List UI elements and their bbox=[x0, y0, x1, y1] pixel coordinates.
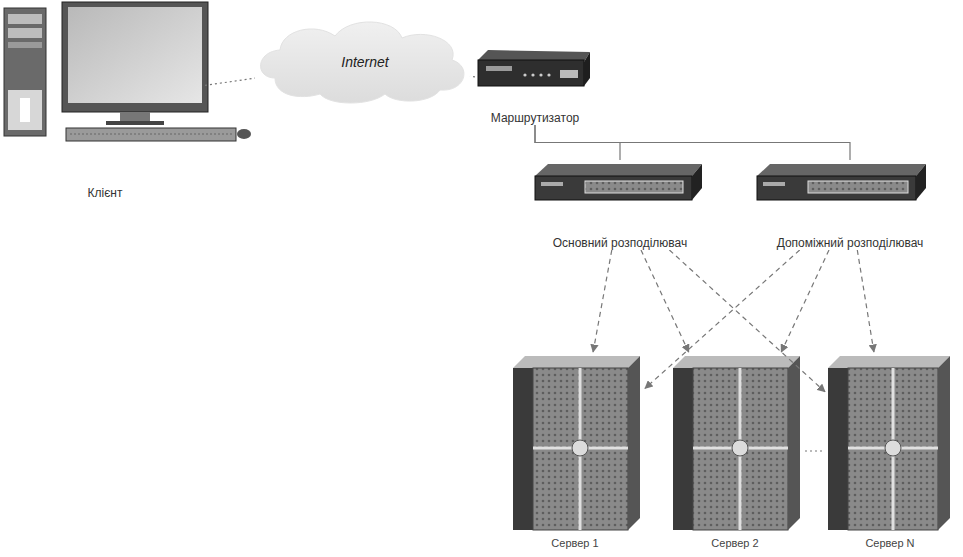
device-label: Основний розподілювач bbox=[551, 236, 690, 250]
server-logo bbox=[572, 440, 588, 456]
drive-bay bbox=[8, 14, 42, 24]
drive-bay bbox=[8, 28, 42, 38]
network-link bbox=[470, 76, 475, 78]
switch-node: Основний розподілювач bbox=[525, 160, 715, 250]
device-label: Маршрутизатор bbox=[489, 111, 581, 125]
network-link bbox=[645, 250, 800, 388]
server-edge bbox=[788, 356, 800, 530]
server-node: Сервер 2 bbox=[665, 352, 805, 550]
network-link bbox=[805, 450, 825, 451]
switch-side bbox=[692, 164, 702, 200]
switch-ports bbox=[808, 181, 908, 193]
switch-top bbox=[535, 164, 702, 176]
network-link bbox=[593, 250, 612, 352]
monitor-screen bbox=[68, 7, 202, 103]
server-1 bbox=[513, 356, 640, 530]
router-body bbox=[478, 60, 584, 86]
server-front bbox=[533, 368, 628, 530]
device-label: Сервер 2 bbox=[709, 536, 760, 550]
network-link bbox=[669, 250, 825, 392]
server-front bbox=[848, 368, 938, 530]
server-front bbox=[693, 368, 788, 530]
switch-node: Допоміжний розподілювач bbox=[745, 160, 955, 250]
server-top bbox=[828, 356, 950, 368]
tower-panel bbox=[8, 90, 42, 130]
tower-button bbox=[20, 98, 30, 122]
router-led bbox=[523, 73, 526, 76]
switch-top bbox=[757, 164, 926, 176]
mouse bbox=[237, 129, 251, 139]
router-led bbox=[539, 73, 542, 76]
server-edge bbox=[628, 356, 640, 530]
monitor-frame bbox=[62, 2, 208, 112]
switch-ports bbox=[585, 181, 683, 193]
router-logo bbox=[486, 66, 512, 71]
network-link bbox=[781, 250, 829, 352]
server-2 bbox=[673, 356, 800, 530]
server-side bbox=[513, 368, 533, 530]
router-side bbox=[584, 52, 590, 86]
network-link bbox=[857, 250, 874, 352]
device-label: Internet bbox=[339, 55, 390, 69]
router-led bbox=[531, 73, 534, 76]
internet-cloud bbox=[261, 22, 464, 103]
server-n bbox=[828, 356, 950, 530]
network-link bbox=[641, 250, 689, 352]
server-top bbox=[673, 356, 800, 368]
client-pc bbox=[4, 2, 251, 141]
router-led bbox=[547, 73, 550, 76]
main-switch bbox=[535, 164, 702, 200]
monitor-stand bbox=[120, 112, 150, 122]
monitor-base bbox=[106, 121, 164, 125]
server-side bbox=[673, 368, 693, 530]
device-label: Сервер 1 bbox=[549, 536, 600, 550]
network-link bbox=[205, 78, 255, 85]
server-node: Сервер N bbox=[825, 352, 955, 550]
keyboard bbox=[66, 128, 236, 141]
server-node: Сервер 1 bbox=[505, 352, 645, 550]
server-side bbox=[828, 368, 848, 530]
switch-logo bbox=[763, 182, 785, 186]
aux-switch bbox=[757, 164, 926, 200]
device-label: Допоміжний розподілювач bbox=[775, 236, 926, 250]
router-node: Маршрутизатор bbox=[470, 45, 600, 125]
router-port bbox=[560, 70, 578, 78]
keyboard-keys bbox=[70, 134, 232, 135]
switch-body bbox=[535, 176, 692, 200]
server-edge bbox=[938, 356, 950, 530]
switch-side bbox=[916, 164, 926, 200]
router bbox=[478, 50, 590, 86]
device-label: Клієнт bbox=[86, 186, 125, 200]
switch-body bbox=[757, 176, 916, 200]
network-link bbox=[535, 125, 850, 160]
device-label: Сервер N bbox=[863, 536, 916, 550]
client-node: Клієнт bbox=[5, 0, 205, 200]
server-top bbox=[513, 356, 640, 368]
switch-logo bbox=[541, 182, 563, 186]
drive-bay bbox=[8, 42, 42, 48]
cloud-node: Internet bbox=[255, 18, 475, 106]
server-logo bbox=[885, 440, 901, 456]
pc-tower bbox=[4, 8, 46, 136]
server-logo bbox=[732, 440, 748, 456]
